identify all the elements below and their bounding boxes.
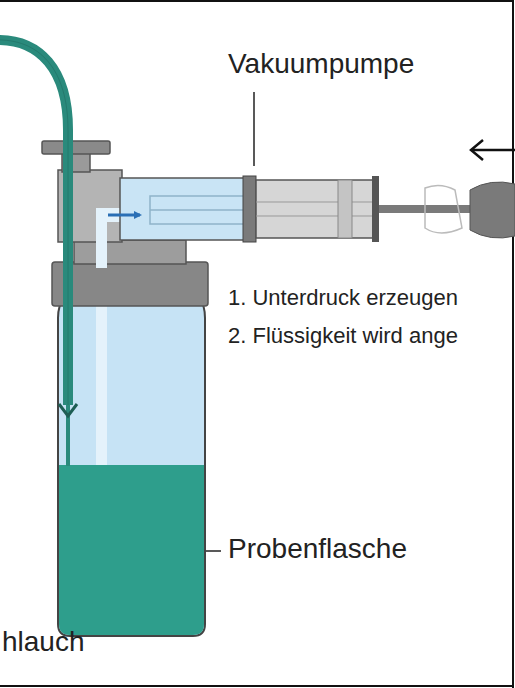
frame-line bbox=[0, 685, 514, 687]
hose-edge bbox=[0, 40, 68, 405]
liquid bbox=[59, 465, 204, 635]
barrel-line bbox=[256, 202, 374, 203]
flow-arrow bbox=[59, 404, 77, 416]
pump-handle bbox=[470, 182, 515, 238]
step-text: 2. Flüssigkeit wird ange bbox=[228, 323, 458, 348]
pump-plunger bbox=[243, 176, 256, 242]
frame-line bbox=[0, 0, 514, 2]
pull-arrow bbox=[472, 149, 515, 152]
pump-cylinder bbox=[120, 178, 245, 240]
leader-line bbox=[206, 550, 221, 552]
piston-rod-inner bbox=[150, 209, 243, 211]
cap-ring bbox=[74, 240, 186, 264]
piston-rod-inner bbox=[150, 196, 245, 224]
pump-barrel bbox=[256, 180, 374, 238]
pull-arrow-head bbox=[471, 140, 483, 160]
part-label: Probenflasche bbox=[228, 533, 407, 565]
part-label: Vakuumpumpe bbox=[228, 48, 414, 80]
bottle-cap bbox=[52, 262, 208, 306]
sample-bottle bbox=[58, 262, 205, 636]
part-label: hlauch bbox=[2, 626, 85, 658]
step-text: 1. Unterdruck erzeugen bbox=[228, 285, 458, 310]
barrel-ring bbox=[338, 180, 352, 238]
air-channel bbox=[96, 208, 107, 268]
hose bbox=[0, 40, 68, 405]
frame-line bbox=[512, 0, 514, 688]
handle-ghost bbox=[425, 185, 462, 233]
barrel-line bbox=[256, 216, 374, 217]
air-arrow bbox=[108, 214, 140, 217]
adapter-knob bbox=[42, 141, 110, 154]
barrel-end bbox=[372, 176, 379, 242]
leader-line bbox=[253, 92, 255, 166]
